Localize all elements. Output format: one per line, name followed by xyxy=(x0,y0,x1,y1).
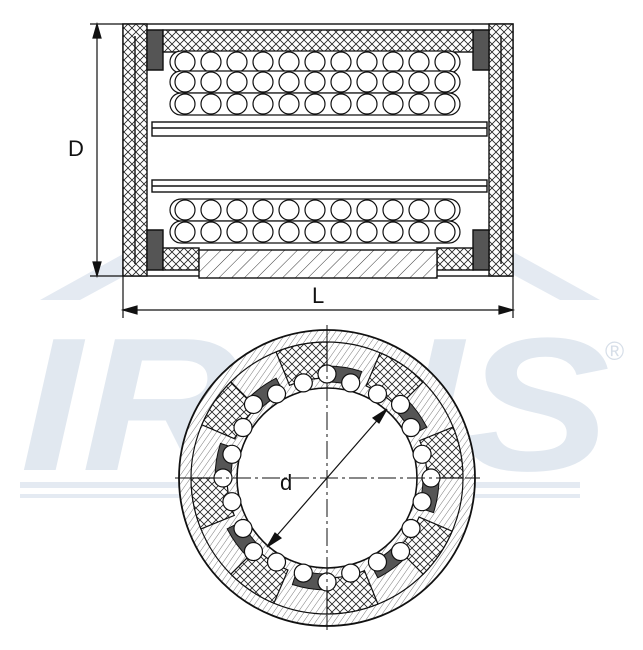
ball xyxy=(412,444,432,464)
ball xyxy=(401,417,421,438)
ball xyxy=(356,93,378,115)
ball xyxy=(408,93,430,115)
ball xyxy=(278,71,300,93)
ball xyxy=(200,221,222,243)
ball xyxy=(341,563,361,583)
ball xyxy=(304,221,326,243)
ball xyxy=(252,93,274,115)
ball xyxy=(390,394,411,415)
dimension-L xyxy=(120,276,516,318)
ball xyxy=(341,373,361,393)
ball xyxy=(293,563,313,583)
ball xyxy=(356,199,378,221)
ball xyxy=(356,221,378,243)
ball xyxy=(266,384,287,404)
ball xyxy=(304,93,326,115)
ball xyxy=(252,221,274,243)
sleeve-top-band xyxy=(162,29,474,53)
ball xyxy=(330,71,352,93)
ball xyxy=(401,518,421,539)
ball xyxy=(200,71,222,93)
ball xyxy=(434,51,456,73)
sleeve-bottom-band-left xyxy=(162,247,200,271)
ball xyxy=(226,51,248,73)
ball xyxy=(390,541,411,562)
ball xyxy=(278,199,300,221)
ball xyxy=(330,51,352,73)
dimension-L-label: L xyxy=(312,283,324,308)
ball xyxy=(278,221,300,243)
ball xyxy=(382,221,404,243)
ball xyxy=(200,93,222,115)
ball xyxy=(252,51,274,73)
ball xyxy=(174,51,196,73)
ball xyxy=(330,199,352,221)
ball xyxy=(382,93,404,115)
ball xyxy=(278,51,300,73)
ball xyxy=(293,373,313,393)
ball xyxy=(408,51,430,73)
ball xyxy=(174,199,196,221)
ball xyxy=(222,444,242,464)
ball xyxy=(356,71,378,93)
sleeve-bottom-band-right xyxy=(436,247,474,271)
ball xyxy=(434,71,456,93)
ball xyxy=(174,221,196,243)
seal-right-bottom xyxy=(472,229,490,271)
ball-race-bottom xyxy=(198,249,438,279)
dimension-D xyxy=(90,21,123,279)
watermark-roof-shape xyxy=(40,145,600,300)
ball xyxy=(330,221,352,243)
ball xyxy=(200,51,222,73)
ball xyxy=(330,93,352,115)
watermark-registered-mark: ® xyxy=(605,336,624,366)
ball xyxy=(408,221,430,243)
ball xyxy=(408,199,430,221)
dimension-d-label: d xyxy=(280,470,292,495)
seal-left-top xyxy=(146,29,164,71)
ball xyxy=(233,518,253,539)
ball xyxy=(226,93,248,115)
ball xyxy=(252,71,274,93)
seal-left-bottom xyxy=(146,229,164,271)
ball xyxy=(243,541,264,562)
ball xyxy=(412,492,432,512)
ball xyxy=(382,199,404,221)
ball xyxy=(174,93,196,115)
seal-right-top xyxy=(472,29,490,71)
ball xyxy=(434,221,456,243)
dimension-d xyxy=(266,408,388,548)
ball xyxy=(226,221,248,243)
ball xyxy=(382,51,404,73)
ball xyxy=(243,394,264,415)
ball xyxy=(174,71,196,93)
ball xyxy=(226,71,248,93)
ball xyxy=(233,417,253,438)
ball xyxy=(252,199,274,221)
ball xyxy=(304,199,326,221)
ball xyxy=(382,71,404,93)
ball xyxy=(222,492,242,512)
ball xyxy=(304,51,326,73)
ball xyxy=(434,93,456,115)
ball xyxy=(304,71,326,93)
dimension-D-label: D xyxy=(68,136,84,161)
ball xyxy=(434,199,456,221)
ball xyxy=(200,199,222,221)
ball xyxy=(367,552,388,572)
ball-rows xyxy=(169,50,461,244)
ball xyxy=(356,51,378,73)
ball xyxy=(367,384,388,404)
ball xyxy=(266,552,287,572)
ball xyxy=(278,93,300,115)
ball xyxy=(408,71,430,93)
ball xyxy=(226,199,248,221)
